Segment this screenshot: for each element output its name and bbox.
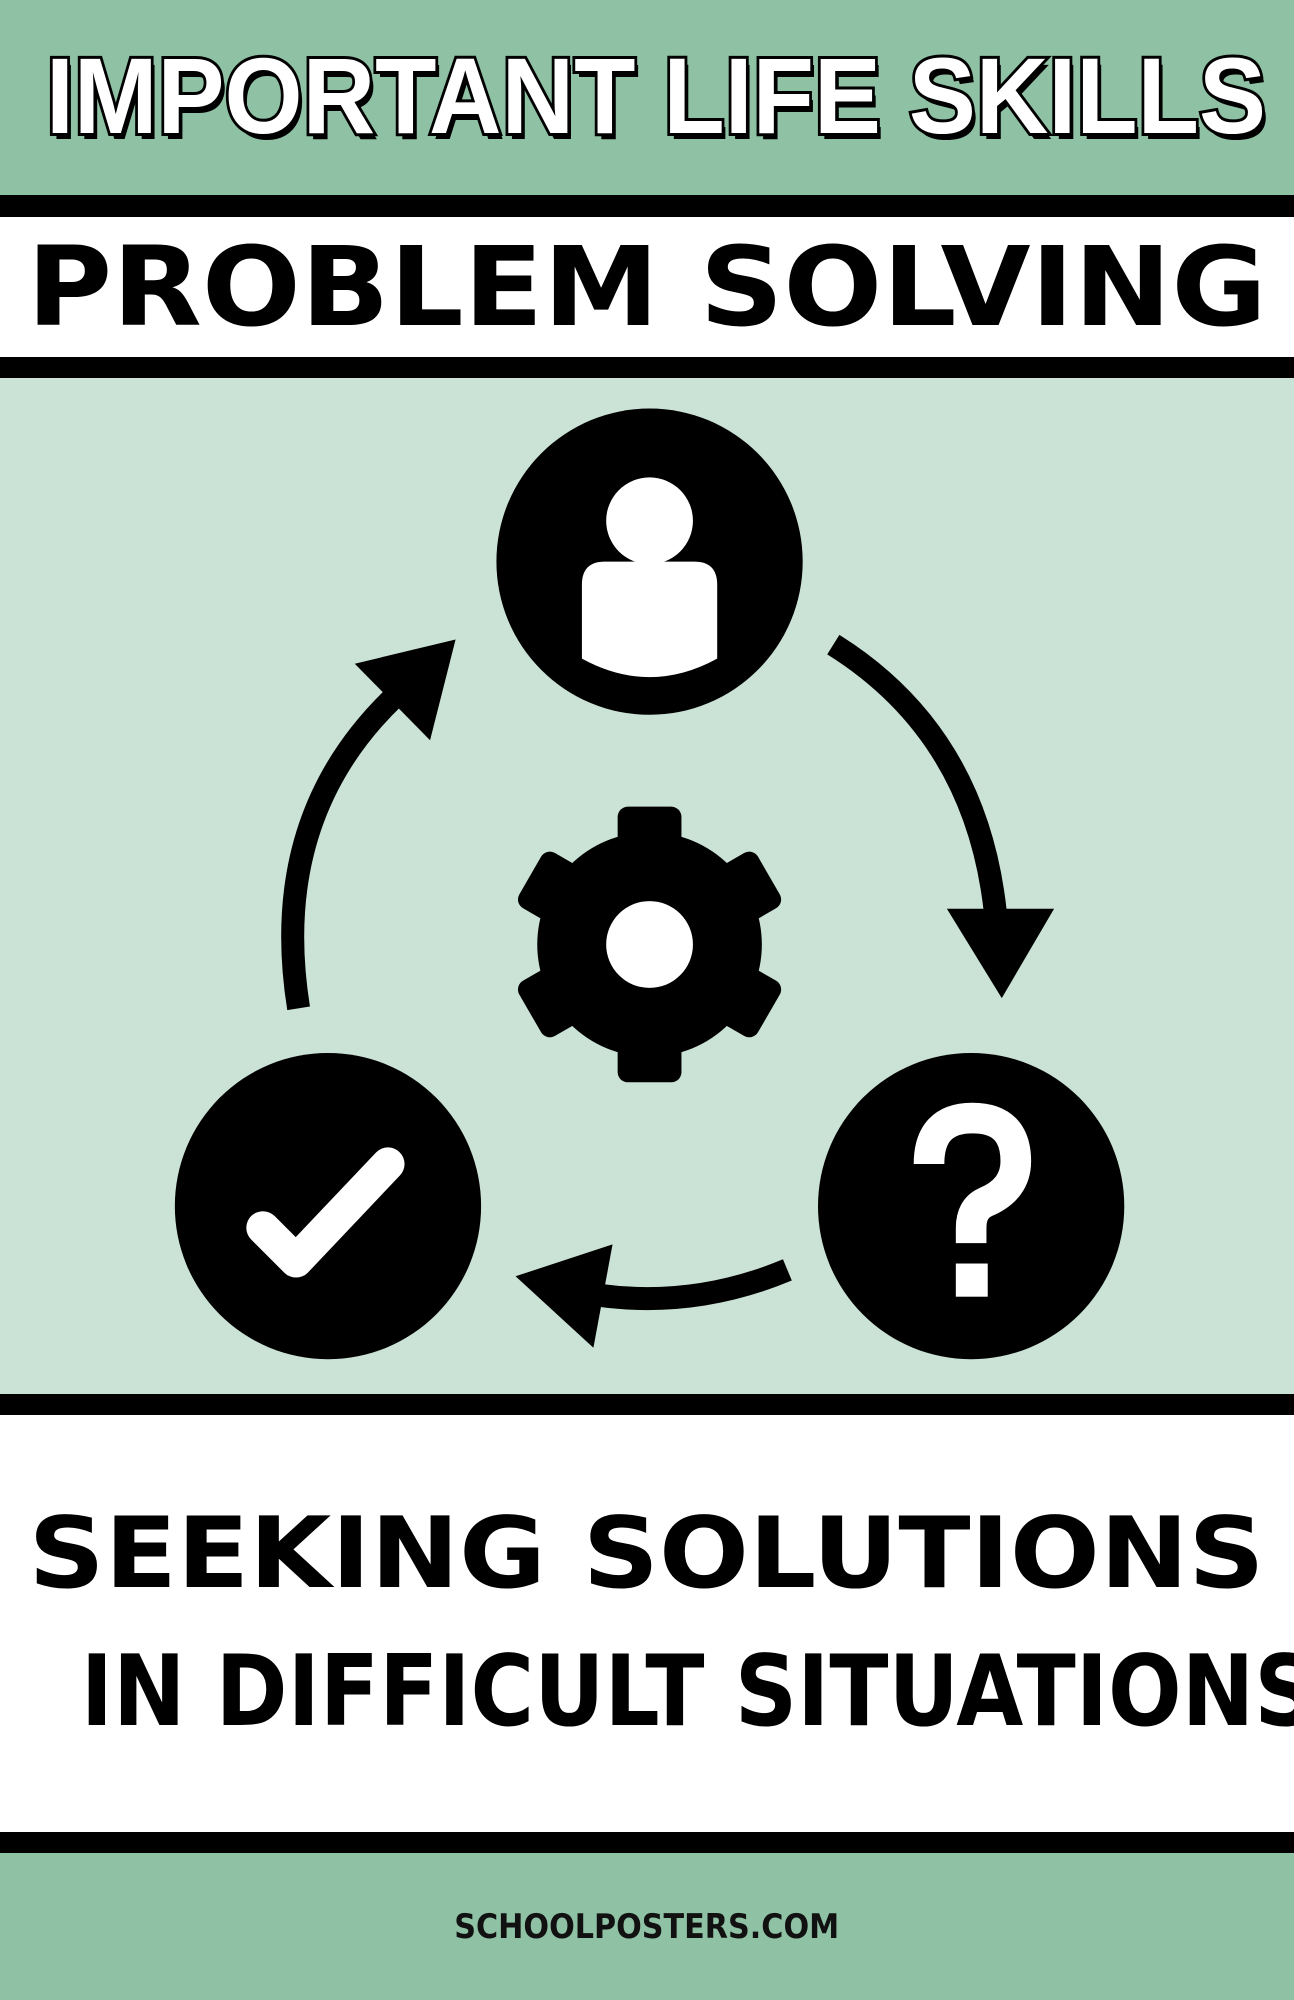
- footer-band: [0, 1853, 1294, 2000]
- title-band: [0, 217, 1294, 357]
- tagline-line-1: SEEKING SOLUTIONS: [29, 1497, 1266, 1611]
- tagline-line-2: IN DIFFICULT SITUATIONS: [80, 1635, 1294, 1749]
- person-icon: [496, 408, 803, 715]
- divider: [0, 357, 1294, 378]
- divider: [0, 1832, 1294, 1853]
- question-mark-icon: [818, 1052, 1125, 1360]
- tagline-band: [0, 1415, 1294, 1832]
- series-title: IMPORTANT LIFE SKILLS: [43, 35, 1269, 156]
- header-band: [0, 0, 1294, 195]
- checkmark-icon: [174, 1052, 482, 1360]
- footer-website: SCHOOLPOSTERS.COM: [454, 1907, 840, 1947]
- divider: [0, 1394, 1294, 1415]
- skill-title: PROBLEM SOLVING: [26, 223, 1267, 351]
- cycle-arrow-icon: [281, 634, 1055, 1348]
- divider: [0, 195, 1294, 217]
- gear-icon: [517, 806, 782, 1083]
